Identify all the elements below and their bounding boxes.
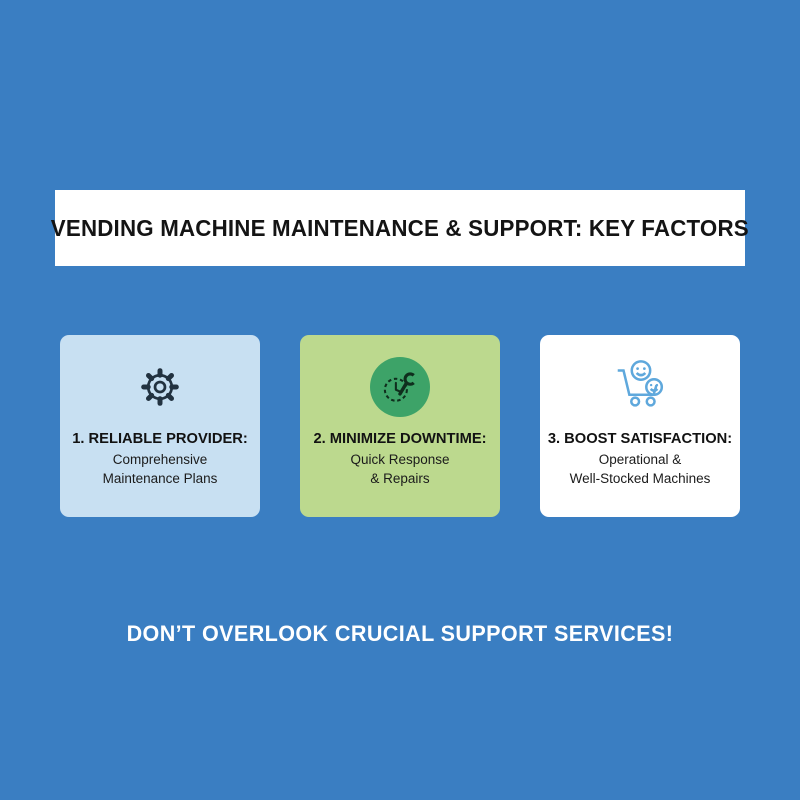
card-reliable-provider: 1. RELIABLE PROVIDER: Comprehensive Main…: [60, 335, 260, 517]
clock-wrench-icon: [300, 349, 500, 425]
icon-badge: [370, 357, 430, 417]
card-subtitle-line: Comprehensive: [112, 452, 208, 467]
card-subtitle: Operational & Well-Stocked Machines: [540, 450, 740, 488]
card-subtitle: Comprehensive Maintenance Plans: [60, 450, 260, 488]
cards-row: 1. RELIABLE PROVIDER: Comprehensive Main…: [60, 335, 740, 517]
card-subtitle-line: Well-Stocked Machines: [569, 471, 711, 487]
footer: DON’T OVERLOOK CRUCIAL SUPPORT SERVICES!: [0, 621, 800, 647]
cart-smileys-icon: [540, 349, 740, 425]
gear-icon: [60, 349, 260, 425]
card-minimize-downtime: 2. MINIMIZE DOWNTIME: Quick Response & R…: [300, 335, 500, 517]
card-subtitle-line: Operational &: [598, 452, 682, 467]
card-subtitle: Quick Response & Repairs: [300, 450, 500, 488]
card-subtitle-line: Quick Response: [350, 452, 450, 467]
card-title: 1. RELIABLE PROVIDER:: [72, 430, 248, 447]
page-title: VENDING MACHINE MAINTENANCE & SUPPORT: K…: [50, 214, 750, 241]
footer-message: DON’T OVERLOOK CRUCIAL SUPPORT SERVICES!: [126, 621, 674, 646]
card-subtitle-line: & Repairs: [370, 471, 430, 487]
header-banner: VENDING MACHINE MAINTENANCE & SUPPORT: K…: [51, 190, 749, 266]
card-title: 3. BOOST SATISFACTION:: [547, 430, 733, 447]
card-subtitle-line: Maintenance Plans: [102, 471, 218, 487]
card-boost-satisfaction: 3. BOOST SATISFACTION: Operational & Wel…: [540, 335, 740, 517]
card-title: 2. MINIMIZE DOWNTIME:: [313, 430, 487, 447]
